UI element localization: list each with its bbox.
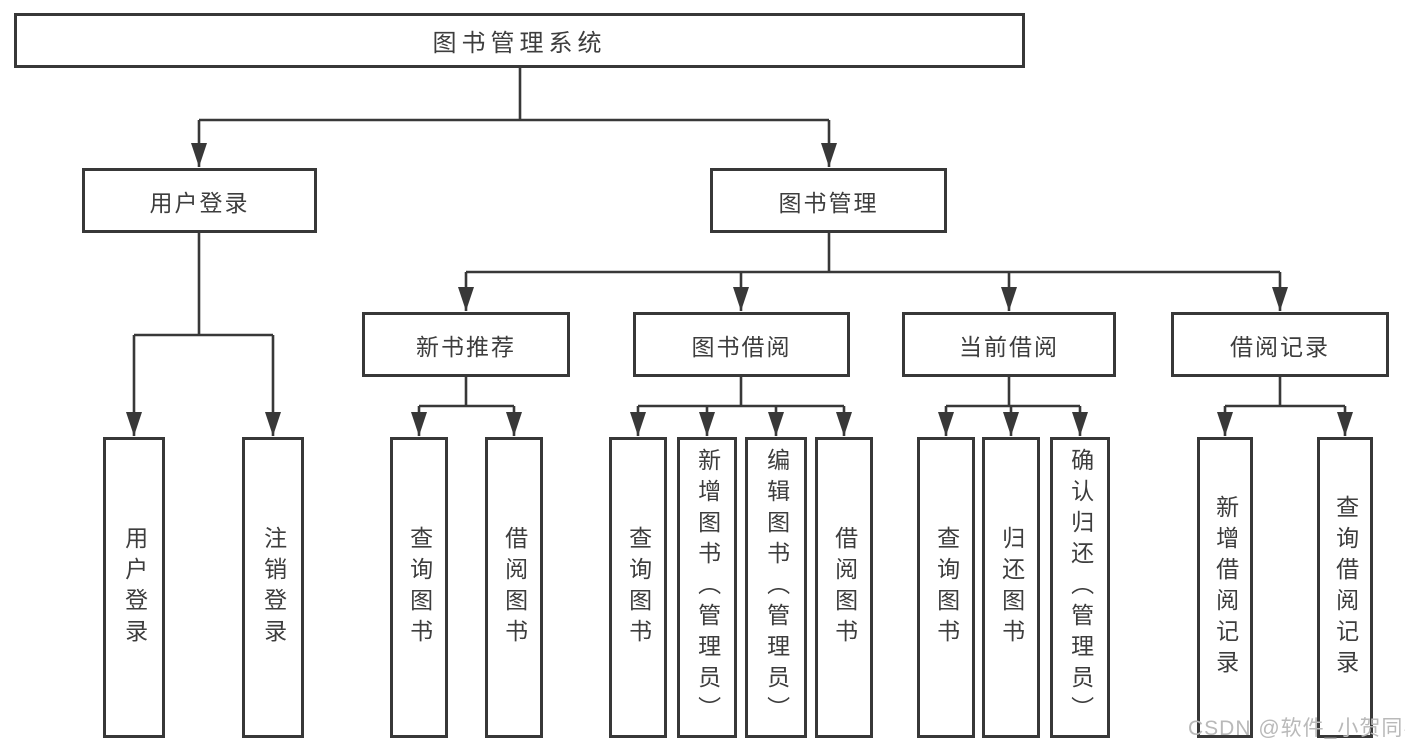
connector-borrow-records-to-children	[1217, 377, 1353, 436]
leaf-borrow-books-1-label: 借阅图书	[501, 525, 528, 650]
node-book-borrowing: 图书借阅	[633, 312, 850, 377]
node-current-borrowing: 当前借阅	[902, 312, 1116, 377]
node-new-book-recommend: 新书推荐	[362, 312, 570, 377]
node-library-system-label: 图书管理系统	[432, 30, 607, 57]
connector-root-to-level2	[191, 68, 837, 167]
csdn-watermark: CSDN @软件_小贺同学	[1188, 717, 1405, 740]
node-book-borrowing-label: 图书借阅	[691, 333, 792, 360]
leaf-query-borrow-record: 查询借阅记录	[1317, 437, 1373, 738]
node-book-management-label: 图书管理	[778, 189, 879, 216]
leaf-add-borrow-record-label: 新增借阅记录	[1212, 494, 1239, 681]
connector-current-borrow-to-children	[938, 377, 1088, 436]
node-borrowing-records: 借阅记录	[1171, 312, 1389, 377]
leaf-add-books-admin: 新增图书（管理员）	[677, 437, 737, 738]
leaf-query-books-1: 查询图书	[390, 437, 448, 738]
leaf-borrow-books-2: 借阅图书	[815, 437, 873, 738]
connector-book-mgmt-to-level3	[458, 233, 1288, 311]
node-user-login-label: 用户登录	[149, 189, 250, 216]
leaf-query-borrow-record-label: 查询借阅记录	[1332, 494, 1359, 681]
leaf-query-books-3: 查询图书	[917, 437, 975, 738]
leaf-user-login-label: 用户登录	[121, 525, 148, 650]
leaf-add-borrow-record: 新增借阅记录	[1197, 437, 1253, 738]
leaf-query-books-2-label: 查询图书	[625, 525, 652, 650]
node-new-book-recommend-label: 新书推荐	[416, 333, 516, 360]
node-current-borrowing-label: 当前借阅	[959, 333, 1059, 360]
leaf-return-books-label: 归还图书	[998, 525, 1025, 650]
connector-book-borrow-to-children	[630, 377, 852, 436]
leaf-return-books: 归还图书	[982, 437, 1040, 738]
leaf-borrow-books-2-label: 借阅图书	[831, 525, 858, 650]
leaf-logout: 注销登录	[242, 437, 304, 738]
node-library-system: 图书管理系统	[14, 13, 1025, 68]
node-borrowing-records-label: 借阅记录	[1230, 333, 1330, 360]
leaf-edit-books-admin-label: 编辑图书（管理员）	[763, 448, 790, 727]
leaf-confirm-return-admin-label: 确认归还（管理员）	[1067, 448, 1094, 727]
leaf-query-books-1-label: 查询图书	[406, 525, 433, 650]
leaf-add-books-admin-label: 新增图书（管理员）	[694, 448, 721, 727]
connector-user-login-to-children	[126, 233, 281, 436]
leaf-query-books-2: 查询图书	[609, 437, 667, 738]
connector-new-books-to-children	[411, 377, 522, 436]
leaf-logout-label: 注销登录	[260, 525, 287, 650]
leaf-borrow-books-1: 借阅图书	[485, 437, 543, 738]
leaf-user-login: 用户登录	[103, 437, 165, 738]
node-book-management: 图书管理	[710, 168, 947, 233]
leaf-edit-books-admin: 编辑图书（管理员）	[745, 437, 807, 738]
leaf-confirm-return-admin: 确认归还（管理员）	[1050, 437, 1110, 738]
node-user-login: 用户登录	[82, 168, 317, 233]
leaf-query-books-3-label: 查询图书	[933, 525, 960, 650]
